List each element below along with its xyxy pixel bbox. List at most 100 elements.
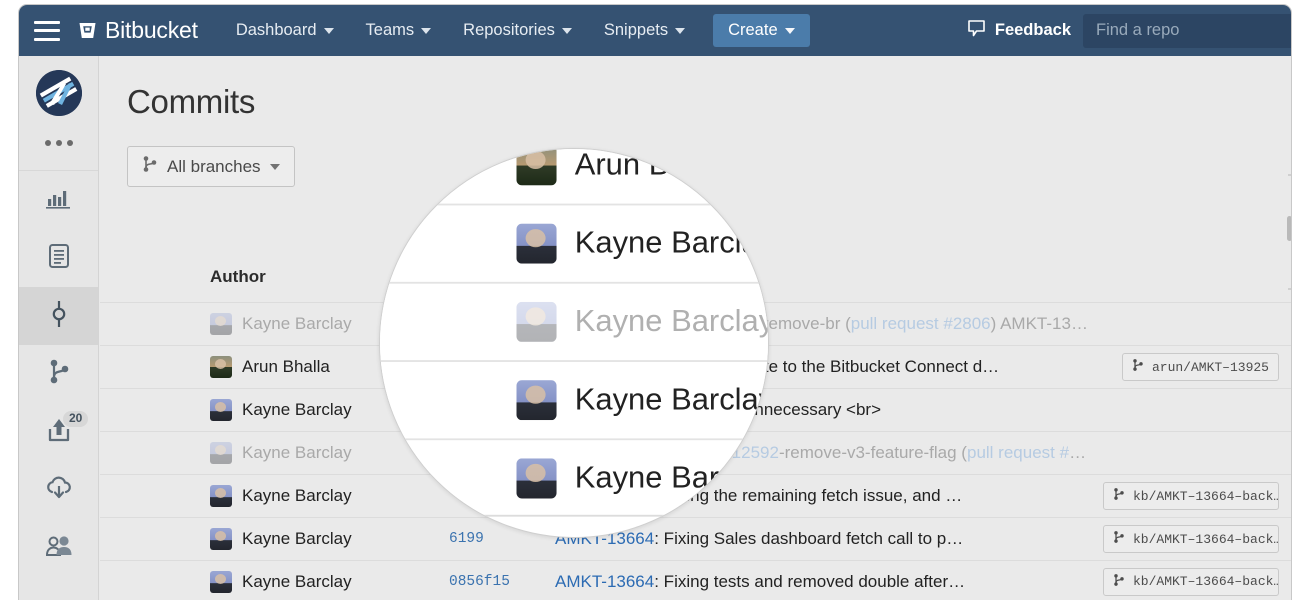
all-branches-filter-button[interactable]: All branches	[127, 146, 295, 187]
row-hash-cell[interactable]: 0856f15	[449, 573, 510, 590]
branch-tag-label: kb/AMKT–13664–back…	[1133, 574, 1279, 589]
sidebar-item-source[interactable]	[19, 229, 98, 287]
message-suffix: -remove-v3-feature-flag (	[778, 443, 967, 462]
avatar	[516, 301, 557, 342]
search-placeholder: Find a repo	[1096, 21, 1180, 39]
author-name: Kayne Barclay	[242, 571, 352, 591]
table-row[interactable]: Kayne Barclay	[380, 360, 768, 439]
commits-icon	[46, 299, 72, 334]
nav-item-teams[interactable]: Teams	[356, 15, 442, 46]
author-name: Kayne Barclay	[242, 486, 352, 505]
bitbucket-logo-icon	[78, 21, 97, 40]
branch-tag-label: arun/AMKT–13925	[1151, 359, 1269, 375]
chevron-down-icon	[561, 27, 572, 34]
branch-icon	[142, 155, 158, 178]
sidebar-item-pull-requests[interactable]: 20	[19, 403, 98, 461]
row-author-cell: Kayne Barclay	[210, 528, 435, 550]
create-button[interactable]: Create	[713, 14, 810, 47]
page-title: Commits	[127, 83, 256, 120]
author-name: Kayne Barclay	[242, 529, 352, 548]
magnifier-lens: Author Message Kayne Barclay Merged in k…	[379, 148, 769, 538]
create-button-label: Create	[728, 21, 778, 39]
table-row[interactable]: Kayne Barclay AMKT-13952: Removing unnec…	[380, 203, 769, 282]
sidebar-item-overview[interactable]	[19, 171, 98, 229]
bitbucket-brand[interactable]: Bitbucket	[78, 17, 198, 44]
cloud-download-icon	[44, 475, 74, 506]
row-author-cell: Kayne Barclay	[210, 442, 435, 464]
row-author-cell: Kayne Barclay	[516, 223, 769, 264]
author-name: Arun Bhalla	[574, 148, 735, 182]
branch-icon	[1113, 530, 1125, 548]
issue-link[interactable]: AMKT-13664	[555, 571, 655, 591]
sidebar-item-commits[interactable]	[19, 287, 98, 345]
avatar	[210, 313, 232, 335]
sidebar-header	[19, 56, 98, 171]
table-row[interactable]: Kayne Barclay 6199 AMKT-13664: Fixing Sa…	[100, 517, 1291, 560]
avatar	[210, 442, 232, 464]
row-author-cell: Kayne Barclay	[516, 301, 769, 342]
left-sidebar: 20	[19, 56, 99, 600]
branch-tag[interactable]: kb/AMKT–13664–back…	[1103, 525, 1279, 553]
message-suffix: -remove-br (	[757, 314, 851, 333]
vertical-scrollbar-thumb[interactable]	[1287, 216, 1291, 241]
avatar	[210, 528, 232, 550]
repo-avatar[interactable]	[35, 70, 82, 116]
table-row[interactable]: Kayne Barclay Merged in issue/AMKT-12592	[380, 281, 769, 361]
search-input[interactable]: Find a repo	[1083, 13, 1291, 48]
avatar	[516, 223, 557, 264]
feedback-label: Feedback	[994, 21, 1071, 39]
table-row[interactable]: Arun Bhalla AMKT-13925: another update t…	[380, 148, 768, 204]
pull-request-badge: 20	[63, 411, 89, 427]
chevron-down-icon	[784, 27, 795, 34]
hamburger-icon[interactable]	[34, 20, 60, 41]
branch-tag[interactable]: kb/AMKT–13664–back…	[1103, 482, 1279, 510]
table-row[interactable]: Kayne Barclay 6199 AMKT-13664: Fixing Sa…	[380, 438, 769, 517]
browser-window: Bitbucket Dashboard Teams Repositories S…	[18, 4, 1292, 600]
branch-icon	[1132, 358, 1144, 376]
message-suffix: : Fixing Sales dashboard fetch call to p…	[654, 529, 964, 548]
sidebar-item-downloads[interactable]	[19, 461, 98, 519]
row-author-cell: Kayne Barclay	[210, 570, 435, 593]
branch-icon	[1113, 487, 1125, 505]
magnifier-content: Author Message Kayne Barclay Merged in k…	[380, 148, 769, 517]
nav-item-snippets[interactable]: Snippets	[594, 15, 695, 46]
sidebar-item-settings[interactable]	[19, 519, 98, 577]
author-name: Kayne Barclay	[574, 303, 769, 339]
avatar	[210, 356, 232, 378]
all-branches-label: All branches	[167, 156, 261, 176]
avatar	[516, 380, 557, 421]
scrollbar-tick	[1288, 174, 1291, 176]
row-author-cell: Kayne Barclay	[210, 313, 435, 335]
nav-item-label: Teams	[365, 21, 415, 39]
row-author-cell: Arun Bhalla	[210, 356, 435, 378]
branch-tag[interactable]: arun/AMKT–13925	[1121, 353, 1279, 381]
chevron-down-icon	[421, 27, 432, 34]
row-hash-cell[interactable]: 6199	[449, 531, 484, 547]
feedback-button[interactable]: Feedback	[967, 19, 1071, 43]
brand-text: Bitbucket	[105, 17, 198, 43]
author-name: Kayne Barclay	[574, 225, 769, 261]
author-name: Arun Bhalla	[242, 357, 330, 376]
avatar	[516, 457, 557, 498]
avatar	[210, 485, 232, 507]
nav-item-dashboard[interactable]: Dashboard	[226, 15, 344, 46]
branch-tag[interactable]: kb/AMKT–13664–back…	[1103, 567, 1279, 596]
sidebar-item-branches[interactable]	[19, 345, 98, 403]
row-message-cell: AMKT-13664: Fixing tests and removed dou…	[555, 572, 1103, 592]
people-icon	[44, 533, 74, 564]
branch-tag-label: kb/AMKT–13664–back…	[1133, 488, 1279, 504]
table-row[interactable]: Kayne Barclay 0856f15 AMKT-13664: Fixing…	[100, 560, 1291, 600]
nav-item-repositories[interactable]: Repositories	[453, 15, 582, 46]
chevron-down-icon	[675, 27, 686, 34]
pull-request-link[interactable]: pull request #2777	[966, 443, 1103, 462]
row-branch-cell: arun/AMKT–13925	[1103, 353, 1291, 381]
sidebar-more-button[interactable]	[19, 124, 98, 162]
pull-request-link[interactable]: pull request #2806	[850, 314, 991, 333]
top-navigation-bar: Bitbucket Dashboard Teams Repositories S…	[19, 5, 1291, 56]
branch-tag-label: kb/AMKT–13664–back…	[1133, 531, 1279, 547]
nav-item-label: Snippets	[603, 21, 669, 39]
message-tail: ) AMKT-13952: Rem…	[990, 314, 1103, 333]
author-name: Kayne Barclay	[242, 314, 352, 333]
author-name: Kayne Barclay	[574, 459, 769, 494]
